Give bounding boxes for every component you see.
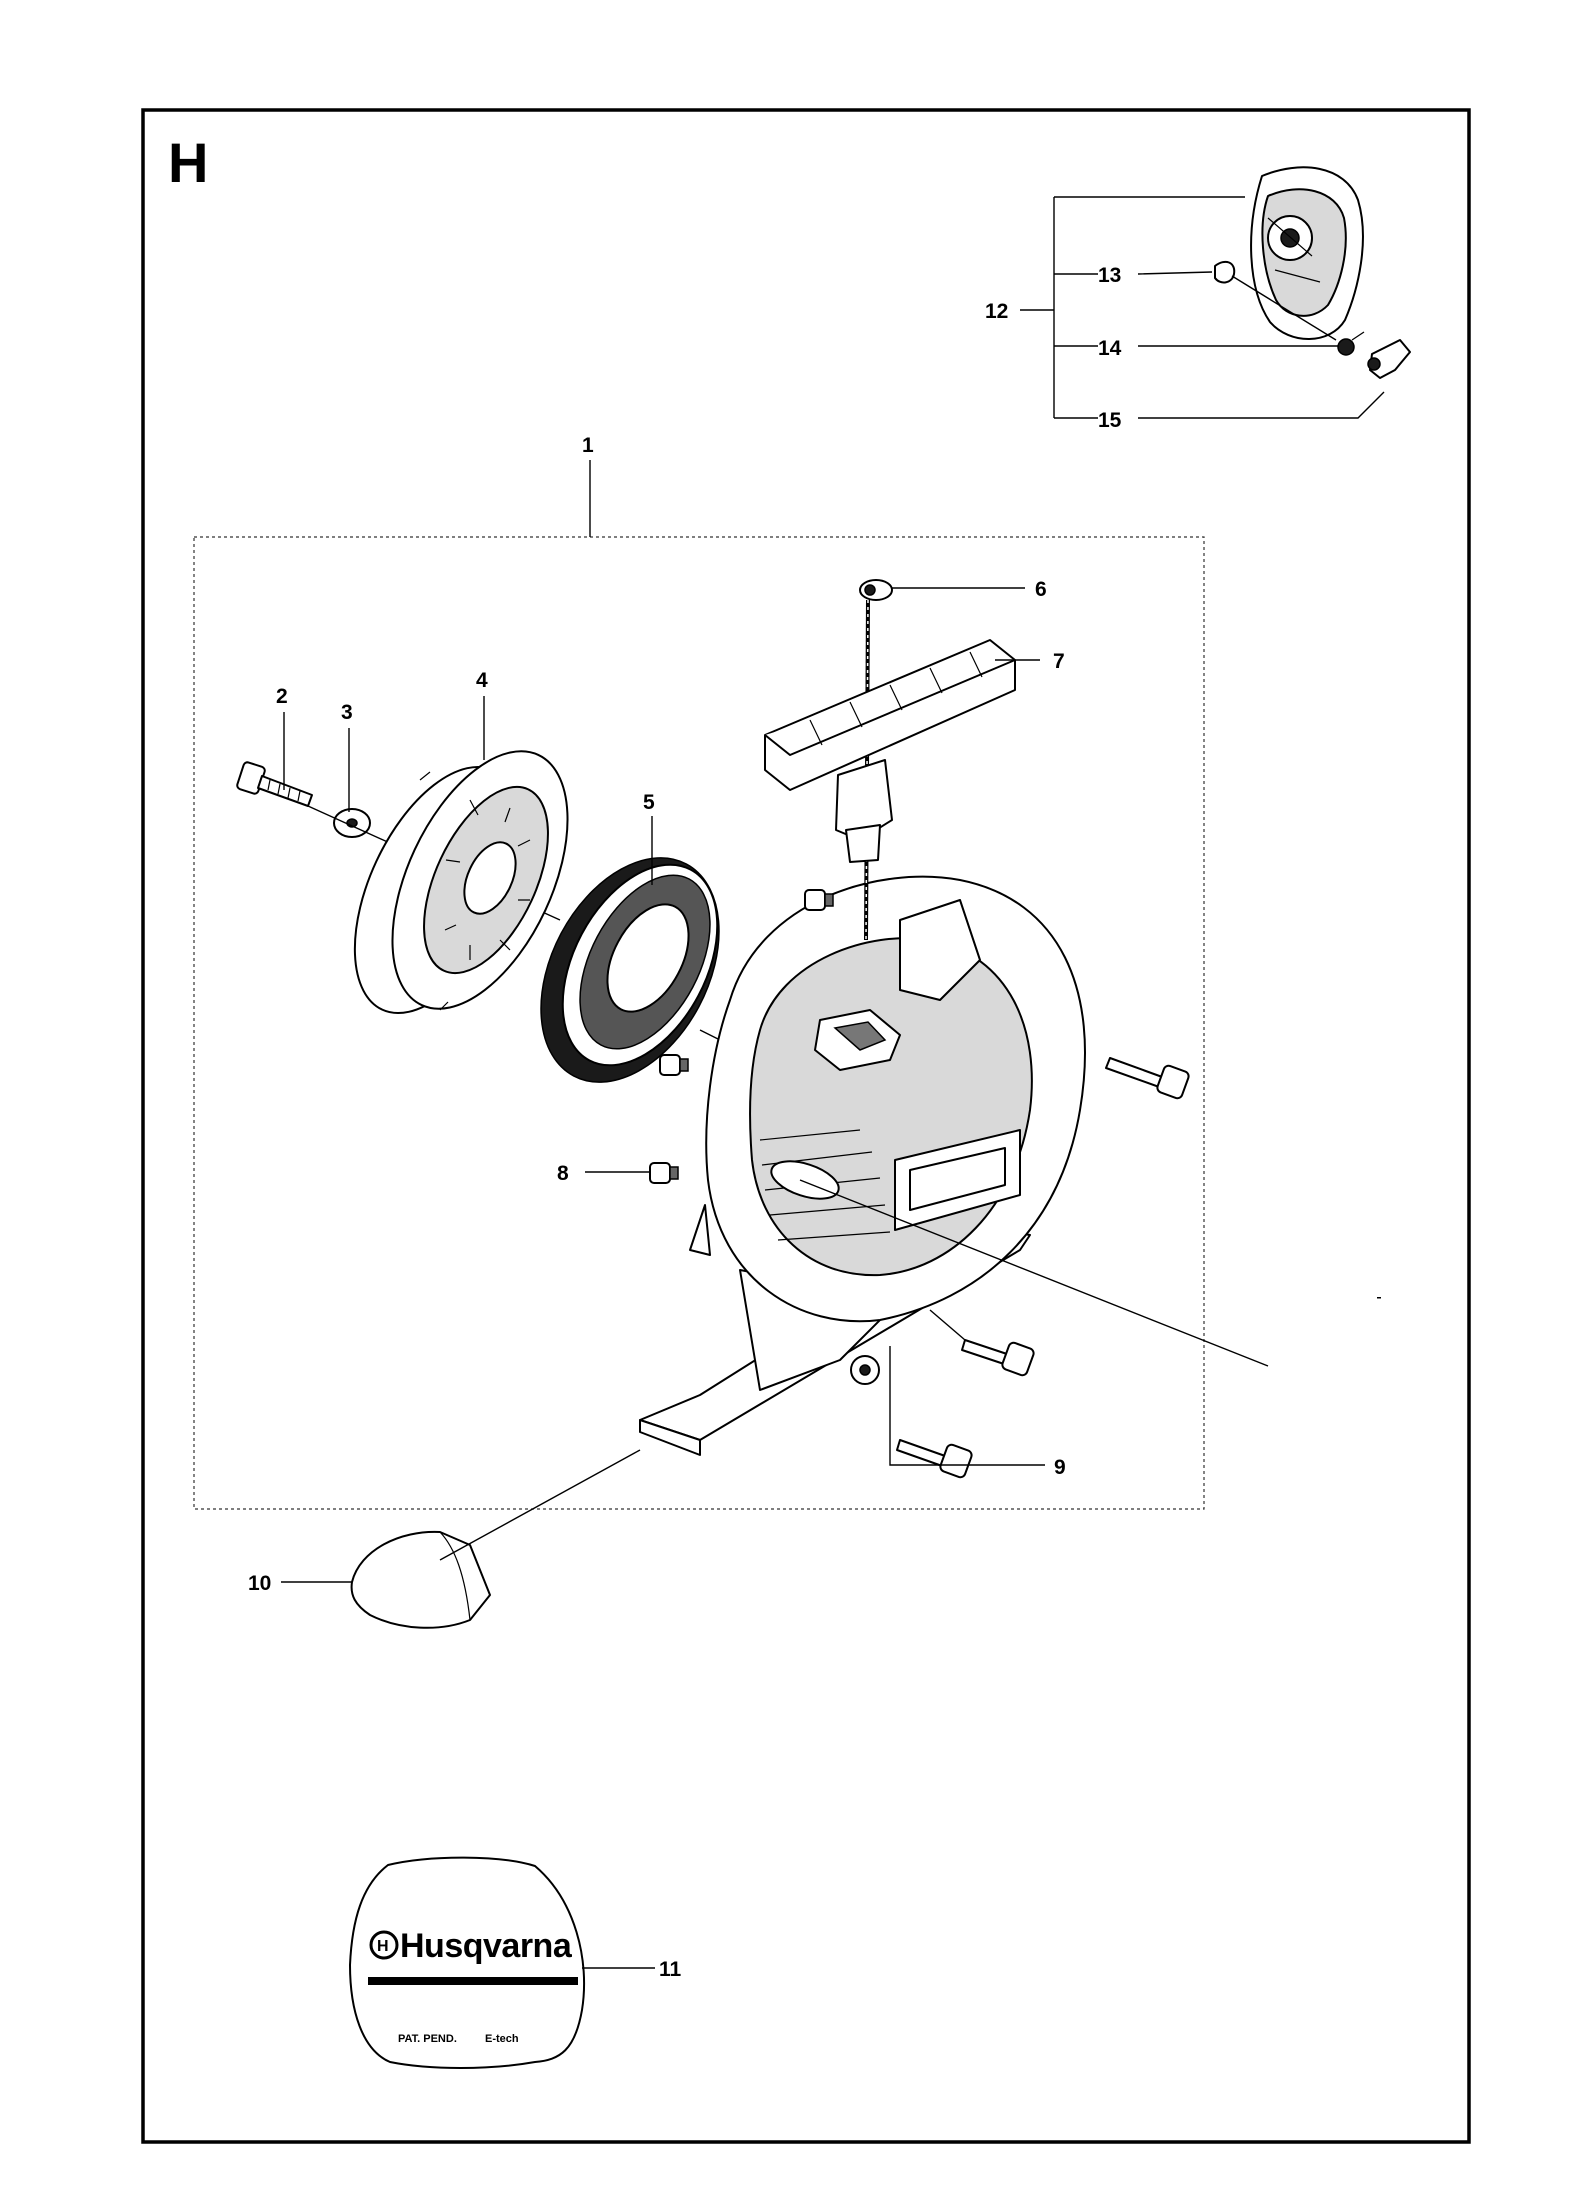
bushing-part-8c [649, 1162, 679, 1184]
part-number-10: 10 [248, 1572, 271, 1595]
leader-10-axis [439, 1449, 641, 1561]
part-number-11: 11 [659, 1958, 682, 1981]
part-number-6: 6 [1035, 578, 1047, 601]
part-number-12: 12 [985, 300, 1008, 323]
rope-knot-part-6 [859, 579, 893, 601]
pawl-cover-assembly [1250, 166, 1364, 340]
leader-12-bracket [1020, 196, 1245, 419]
leader-screw-axis [929, 1309, 966, 1341]
part-number-9: 9 [1054, 1456, 1066, 1479]
part-number-13: 13 [1098, 264, 1121, 287]
decal-fine-right: E-tech [485, 2033, 519, 2045]
pawl-part-15 [1367, 339, 1411, 379]
bushing-part-8a [804, 889, 834, 911]
svg-text:H: H [377, 1938, 389, 1955]
starter-housing [639, 875, 1086, 1456]
part-number-15: 15 [1098, 409, 1122, 432]
husqvarna-logo-icon: H [369, 1930, 399, 1960]
spring-part-14 [1337, 331, 1365, 356]
leader-12-inner [1231, 275, 1337, 341]
leader-15 [1138, 391, 1385, 419]
recoil-spring-part-5 [540, 857, 720, 1083]
page-frame [141, 108, 1471, 2144]
pulley-part-4 [353, 750, 569, 1015]
part-number-14: 14 [1098, 337, 1122, 360]
decal-part-11: H Husqvarna PAT. PEND. E-tech [349, 1856, 586, 2069]
part-number-8: 8 [557, 1162, 569, 1185]
screw-part-9b [961, 1339, 1035, 1377]
part-number-2: 2 [276, 685, 288, 708]
part-number-3: 3 [341, 701, 353, 724]
washer-part-3 [333, 808, 371, 838]
starter-handle-part-7 [764, 639, 1016, 863]
part-number-4: 4 [476, 669, 488, 692]
part-number-1: 1 [582, 434, 594, 457]
bolt-part-2 [236, 761, 313, 807]
assembly-boundary [193, 536, 1205, 1510]
foot-cap-part-10 [350, 1530, 491, 1629]
decal-stripe [368, 1977, 578, 1985]
leader-9 [889, 1346, 1045, 1466]
screw-part-9a [1105, 1057, 1190, 1100]
part-number-7: 7 [1053, 650, 1065, 673]
screw-part-9c [896, 1439, 973, 1479]
decal-brand-text: Husqvarna [400, 1927, 573, 1965]
stray-mark [1377, 1297, 1381, 1299]
clip-part-13 [1214, 260, 1236, 284]
part-number-5: 5 [643, 791, 655, 814]
leader-13 [1054, 271, 1213, 275]
bushing-part-8b [659, 1054, 689, 1076]
leader-housing-diag [799, 1179, 1269, 1367]
section-letter: H [168, 131, 208, 194]
decal-fine-left: PAT. PEND. [398, 2033, 457, 2045]
